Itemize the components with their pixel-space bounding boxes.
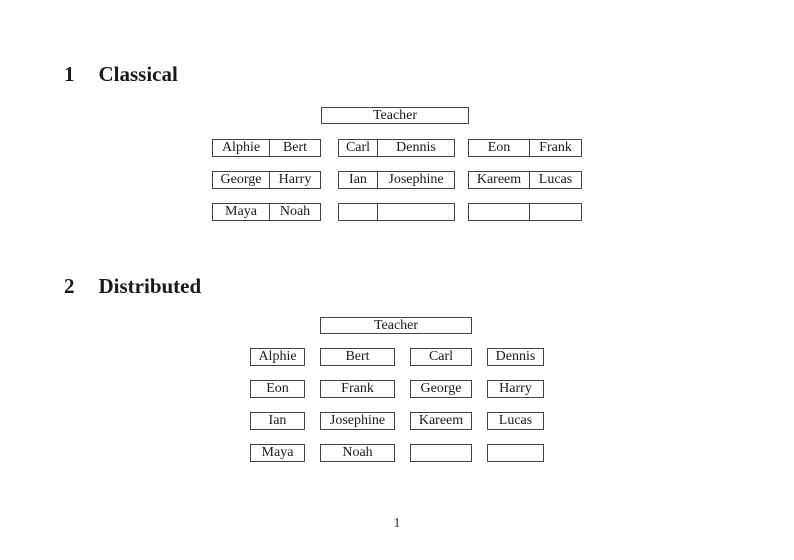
- seat-name: Frank: [530, 139, 582, 157]
- desk: George Harry: [212, 171, 321, 189]
- seat-box: Bert: [320, 348, 395, 366]
- seat-name: Alphie: [212, 139, 270, 157]
- seat-name: Bert: [270, 139, 321, 157]
- seat-name: Josephine: [378, 171, 455, 189]
- seat-box: Maya: [250, 444, 305, 462]
- seat-name: Noah: [270, 203, 321, 221]
- seat-name: Maya: [212, 203, 270, 221]
- desk: Carl Dennis: [338, 139, 455, 157]
- seat-box: Carl: [410, 348, 472, 366]
- seat-empty: [530, 203, 582, 221]
- seat-box: Ian: [250, 412, 305, 430]
- seat-box-empty: [410, 444, 472, 462]
- desk: Maya Noah: [212, 203, 321, 221]
- seat-empty: [338, 203, 378, 221]
- seat-name: Dennis: [378, 139, 455, 157]
- section-number: 2: [64, 274, 75, 298]
- seat-name: Eon: [468, 139, 530, 157]
- seat-name: Harry: [270, 171, 321, 189]
- page-number: 1: [393, 516, 401, 531]
- teacher-box: Teacher: [320, 317, 472, 334]
- seat-box: Frank: [320, 380, 395, 398]
- seat-name: Carl: [338, 139, 378, 157]
- section-heading-classical: 1 Classical: [64, 62, 178, 86]
- seat-name: Kareem: [468, 171, 530, 189]
- section-number: 1: [64, 62, 75, 86]
- seat-box: Noah: [320, 444, 395, 462]
- seat-box: Josephine: [320, 412, 395, 430]
- teacher-box: Teacher: [321, 107, 469, 124]
- seat-box: Dennis: [487, 348, 544, 366]
- desk-empty: [468, 203, 582, 221]
- seat-empty: [378, 203, 455, 221]
- seat-box: Eon: [250, 380, 305, 398]
- seat-box: Harry: [487, 380, 544, 398]
- seat-box-empty: [487, 444, 544, 462]
- desk: Ian Josephine: [338, 171, 455, 189]
- desk: Eon Frank: [468, 139, 582, 157]
- seat-name: George: [212, 171, 270, 189]
- desk: Alphie Bert: [212, 139, 321, 157]
- seat-box: George: [410, 380, 472, 398]
- section-title: Distributed: [98, 274, 202, 298]
- desk-empty: [338, 203, 455, 221]
- seat-box: Lucas: [487, 412, 544, 430]
- seat-name: Ian: [338, 171, 378, 189]
- seat-name: Lucas: [530, 171, 582, 189]
- section-title: Classical: [98, 62, 178, 86]
- section-heading-distributed: 2 Distributed: [64, 274, 201, 298]
- desk: Kareem Lucas: [468, 171, 582, 189]
- seat-box: Alphie: [250, 348, 305, 366]
- seat-box: Kareem: [410, 412, 472, 430]
- seat-empty: [468, 203, 530, 221]
